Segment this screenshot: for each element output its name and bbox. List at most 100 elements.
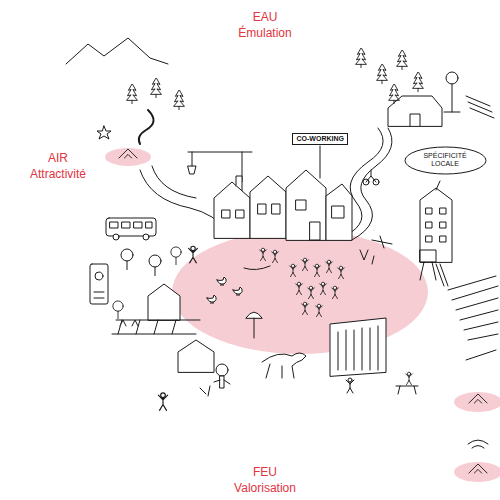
drawing-part [262, 353, 306, 378]
drawing-part [66, 38, 168, 64]
drawing-part [214, 182, 250, 238]
drawing-part [105, 148, 151, 166]
drawing-part [272, 250, 279, 262]
tent-icons [119, 149, 488, 473]
drawing-part [397, 50, 408, 70]
drawing-part [466, 350, 496, 360]
star-and-stream [97, 110, 154, 144]
drawing-part [454, 462, 500, 482]
left-village [90, 247, 200, 334]
lower-buildings [178, 312, 386, 388]
drawing-part [233, 287, 242, 296]
drawing-part [320, 282, 327, 295]
drawing-part [95, 272, 103, 280]
coworking-sign: CO-WORKING [292, 133, 348, 145]
drawing-part [200, 386, 210, 396]
drawing-part [119, 149, 137, 158]
drawing-part [448, 276, 498, 340]
drawing-part [207, 295, 216, 304]
node-text: SPÉCIFICITÉ LOCALE [418, 152, 472, 167]
drawing-part [113, 301, 123, 319]
drawing-part [454, 392, 500, 412]
drawing-part [360, 250, 374, 264]
drawing-part [260, 248, 267, 260]
drawing-part [413, 72, 424, 92]
drawing-part [338, 266, 345, 279]
drawing-part [112, 320, 200, 334]
drawing-part [222, 200, 344, 240]
drawing-part [356, 48, 367, 68]
drawing-part [236, 176, 242, 186]
bubble-outline [405, 147, 486, 174]
drawing-part [308, 286, 315, 299]
drawing-part [172, 230, 428, 354]
drawing-part [444, 84, 460, 112]
element-label: EAU [253, 10, 278, 24]
drawing-part [149, 255, 161, 276]
drawing-part [396, 386, 418, 394]
drawing-part [214, 376, 230, 388]
bus [106, 218, 156, 240]
drawing-part [388, 96, 442, 126]
drawing-part [330, 318, 386, 376]
element-label: FEU [253, 465, 277, 479]
drawing-part [296, 282, 303, 295]
drawing-part [426, 208, 446, 242]
drawing-part [94, 292, 104, 298]
drawing-part [143, 234, 149, 240]
drawing-part [436, 181, 440, 190]
sign-pole [320, 146, 321, 178]
element-label: Valorisation [234, 481, 296, 495]
drawing-part [346, 378, 354, 393]
drawing-part [250, 176, 286, 238]
drawing-part [372, 236, 392, 248]
drawing-part [244, 266, 270, 270]
speech-bubble: SPÉCIFICITÉ LOCALE [404, 146, 487, 175]
drawing-part [97, 126, 111, 139]
drawing-part [420, 250, 448, 286]
drawing-part [121, 249, 133, 270]
drawing-part [366, 170, 376, 182]
drawing-part [217, 277, 226, 286]
drawing-part [302, 302, 309, 315]
animal-and-walkers [158, 350, 496, 410]
drawing-part [90, 264, 108, 304]
roads [140, 128, 392, 240]
drawing-part [188, 152, 252, 196]
drawing-part [389, 84, 400, 104]
drawing-part [139, 110, 154, 144]
drawing-part [113, 234, 119, 240]
element-label: AIR [48, 151, 68, 165]
drawing-part [326, 260, 333, 273]
trees [127, 48, 424, 110]
drawing-part [332, 286, 339, 299]
barn-and-logs [388, 72, 494, 126]
drawing-part [178, 340, 214, 372]
drawing-part [469, 464, 487, 473]
village-buildings [214, 170, 352, 240]
node-text: CO-WORKING [296, 135, 344, 143]
drawing-part [377, 64, 388, 84]
drawing-part [151, 78, 162, 98]
drawing-part [352, 128, 392, 240]
element-label: Émulation [238, 26, 291, 40]
drawing-part [316, 304, 323, 317]
drawing-part [246, 312, 262, 338]
drawing-part [106, 218, 156, 236]
drawing-part [468, 440, 488, 448]
drawing-part [216, 364, 228, 376]
drawing-part [110, 222, 152, 228]
drawing-part [314, 264, 321, 277]
drawing-part [446, 72, 458, 84]
crane [188, 152, 252, 196]
drawing-part [320, 146, 321, 178]
drawing-part [469, 394, 487, 403]
mountains [66, 38, 168, 64]
crowd [189, 246, 374, 316]
lookout-and-fields [372, 236, 498, 340]
drawing-part [174, 90, 185, 110]
drawing-part [171, 247, 181, 265]
